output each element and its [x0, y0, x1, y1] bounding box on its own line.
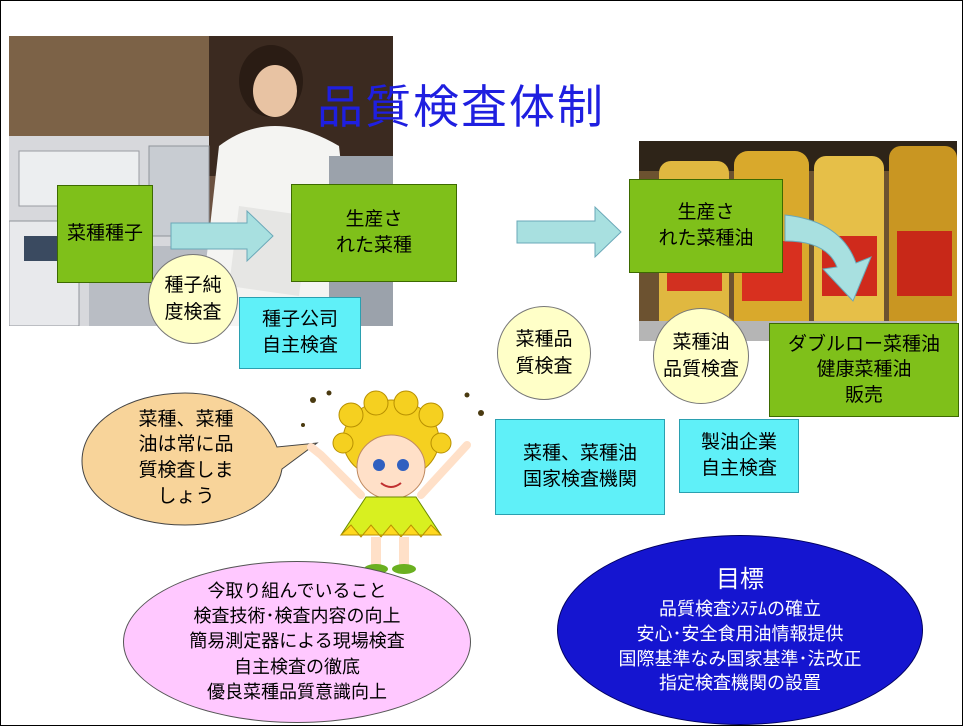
curved-arrow-icon [784, 214, 872, 302]
page-title: 品質検査体制 [317, 80, 605, 134]
goals-item: 安心･安全食用油情報提供 [636, 623, 844, 645]
national-inspection-agency: 菜種、菜種油 国家検査機関 [495, 419, 665, 515]
seed-purity-check: 種子純 度検査 [148, 254, 238, 344]
arrow-right-icon [170, 209, 274, 263]
speech-bubble-shape [81, 392, 319, 526]
current-efforts-ellipse: 今取り組んでいること 検査技術･検査内容の向上 簡易測定器による現場検査 自主検… [123, 561, 471, 723]
flower-mascot-icon [301, 390, 484, 574]
goals-item: 品質検査ｼｽﾃﾑの確立 [659, 598, 821, 620]
current-efforts-item: 優良菜種品質意識向上 [207, 681, 387, 703]
sales-box: ダブルロー菜種油 健康菜種油 販売 [769, 323, 959, 417]
goals-ellipse: 目標 品質検査ｼｽﾃﾑの確立 安心･安全食用油情報提供 国際基準なみ国家基準･法… [557, 535, 923, 725]
current-efforts-item: 自主検査の徹底 [234, 656, 360, 678]
current-efforts-heading: 今取り組んでいること [207, 581, 387, 603]
rapeseed-quality-check: 菜種品 質検査 [497, 306, 591, 400]
produced-oil-box: 生産さ れた菜種油 [629, 179, 783, 273]
speech-bubble-text: 菜種、菜種 油は常に品 質検査しま しょう [138, 407, 234, 507]
goals-item: 指定検査機関の設置 [659, 673, 821, 695]
seed-box: 菜種種子 [57, 185, 153, 283]
goals-heading: 目標 [716, 564, 764, 593]
current-efforts-item: 検査技術･検査内容の向上 [193, 606, 401, 628]
oil-quality-check: 菜種油 品質検査 [653, 308, 749, 404]
produced-rapeseed-box: 生産さ れた菜種 [291, 184, 457, 282]
seed-company-inspection: 種子公司 自主検査 [239, 297, 361, 369]
goals-item: 国際基準なみ国家基準･法改正 [618, 648, 862, 670]
current-efforts-item: 簡易測定器による現場検査 [189, 631, 405, 653]
oil-company-inspection: 製油企業 自主検査 [679, 419, 799, 493]
arrow-right-icon [516, 205, 622, 259]
